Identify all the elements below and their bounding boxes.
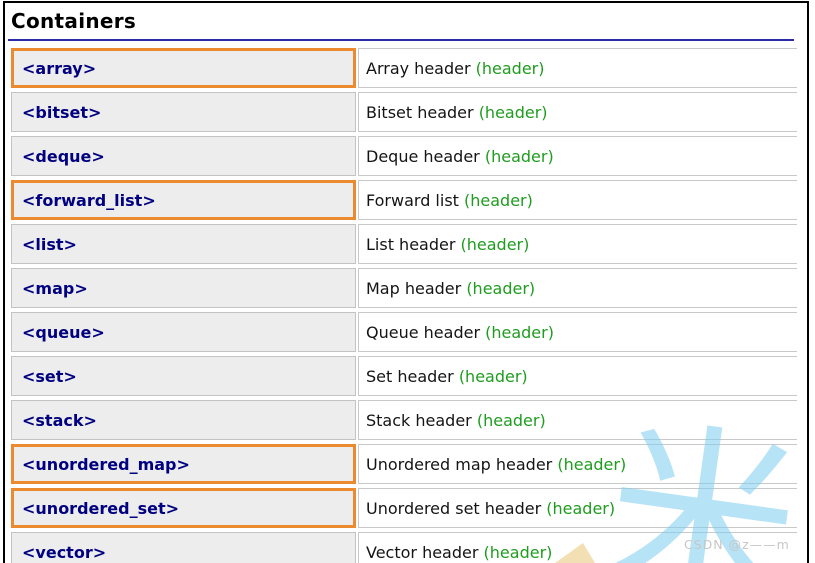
header-description-text: Unordered map header <box>366 454 558 474</box>
header-link[interactable]: (header) <box>478 102 548 122</box>
header-description-cell: Array header (header) <box>358 48 797 88</box>
header-tag-link[interactable]: <map> <box>11 268 356 308</box>
header-tag-link[interactable]: <deque> <box>11 136 356 176</box>
header-tag-link[interactable]: <stack> <box>11 400 356 440</box>
header-tag-label: <vector> <box>22 542 107 562</box>
header-link[interactable]: (header) <box>546 498 616 518</box>
table-row: <vector> Vector header (header) <box>11 532 797 563</box>
header-tag-link[interactable]: <list> <box>11 224 356 264</box>
header-tag-label: <bitset> <box>22 102 102 122</box>
header-link[interactable]: (header) <box>485 322 554 342</box>
header-description-cell: List header (header) <box>358 224 797 264</box>
header-description-cell: Bitset header (header) <box>358 92 797 132</box>
table-row: <unordered_map> Unordered map header (he… <box>11 444 797 484</box>
header-link[interactable]: (header) <box>484 146 554 166</box>
header-link[interactable]: (header) <box>466 278 536 298</box>
header-tag-label: <unordered_map> <box>22 454 190 474</box>
header-tag-link[interactable]: <forward_list> <box>11 180 356 220</box>
header-tag-link[interactable]: <set> <box>11 356 356 396</box>
header-link[interactable]: (header) <box>464 190 533 210</box>
table-row: <map> Map header (header) <box>11 268 797 308</box>
table-row: <unordered_set> Unordered set header (he… <box>11 488 797 528</box>
header-tag-label: <list> <box>22 234 77 254</box>
header-tag-link[interactable]: <unordered_set> <box>11 488 356 528</box>
header-description-text: Bitset header <box>366 102 479 122</box>
header-description-text: Forward list <box>366 190 465 210</box>
header-description-text: Set header <box>366 366 459 386</box>
header-link[interactable]: (header) <box>476 410 546 430</box>
header-description-cell: Stack header (header) <box>358 400 797 440</box>
header-tag-label: <stack> <box>22 410 97 430</box>
header-tag-label: <queue> <box>22 322 105 342</box>
header-description-text: Vector header <box>366 542 484 562</box>
header-description-text: Unordered set header <box>366 498 547 518</box>
table-row: <deque> Deque header (header) <box>11 136 797 176</box>
content-frame: Containers <array> Array header (header)… <box>3 1 809 563</box>
header-description-cell: Forward list (header) <box>358 180 797 220</box>
table-row: <queue> Queue header (header) <box>11 312 797 352</box>
header-description-text: Stack header <box>366 410 477 430</box>
table-row: <forward_list> Forward list (header) <box>11 180 797 220</box>
header-description-cell: Set header (header) <box>358 356 797 396</box>
page-title: Containers <box>11 9 137 33</box>
table-row: <set> Set header (header) <box>11 356 797 396</box>
table-row: <stack> Stack header (header) <box>11 400 797 440</box>
header-description-text: Deque header <box>366 146 485 166</box>
header-description-cell: Queue header (header) <box>358 312 797 352</box>
header-tag-label: <deque> <box>22 146 105 166</box>
header-description-cell: Deque header (header) <box>358 136 797 176</box>
header-tag-label: <unordered_set> <box>22 498 179 518</box>
header-description-cell: Vector header (header) <box>358 532 797 563</box>
header-description-text: Queue header <box>366 322 486 342</box>
header-link[interactable]: (header) <box>460 234 530 254</box>
header-description-cell: Map header (header) <box>358 268 797 308</box>
header-tag-link[interactable]: <vector> <box>11 532 356 563</box>
header-link[interactable]: (header) <box>458 366 528 386</box>
table-row: <array> Array header (header) <box>11 48 797 88</box>
containers-table: <array> Array header (header) <bitset> B… <box>11 48 797 563</box>
header-tag-label: <set> <box>22 366 77 386</box>
header-description-cell: Unordered map header (header) <box>358 444 797 484</box>
header-tag-label: <array> <box>22 58 97 78</box>
table-row: <list> List header (header) <box>11 224 797 264</box>
header-tag-label: <forward_list> <box>22 190 156 210</box>
header-description-cell: Unordered set header (header) <box>358 488 797 528</box>
header-tag-link[interactable]: <unordered_map> <box>11 444 356 484</box>
header-link[interactable]: (header) <box>475 58 545 78</box>
header-tag-label: <map> <box>22 278 88 298</box>
title-underline <box>8 39 794 41</box>
header-link[interactable]: (header) <box>483 542 553 562</box>
header-tag-link[interactable]: <queue> <box>11 312 356 352</box>
header-tag-link[interactable]: <bitset> <box>11 92 356 132</box>
header-tag-link[interactable]: <array> <box>11 48 356 88</box>
header-description-text: Array header <box>366 58 476 78</box>
table-row: <bitset> Bitset header (header) <box>11 92 797 132</box>
header-link[interactable]: (header) <box>557 454 627 474</box>
header-description-text: Map header <box>366 278 467 298</box>
header-description-text: List header <box>366 234 461 254</box>
